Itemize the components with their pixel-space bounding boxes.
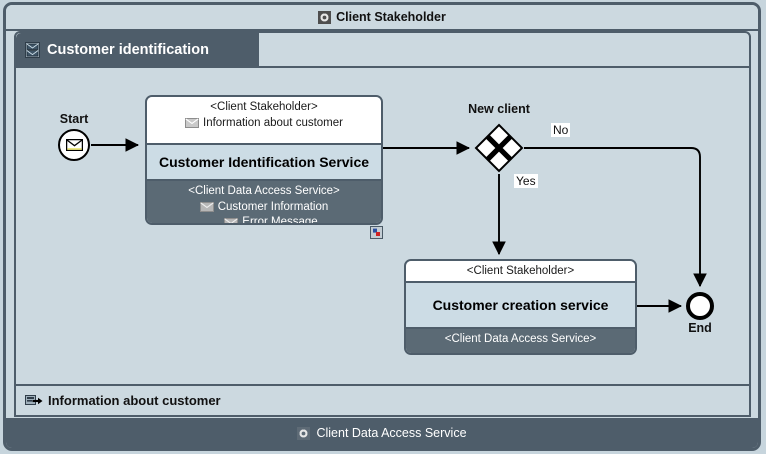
pool-footer-label: Client Data Access Service [316,426,467,440]
task-footer-message-row: Error Message [153,215,375,225]
task-footer-stakeholder: <Client Data Access Service> [188,185,340,197]
start-event-label: Start [59,112,89,126]
start-event-message[interactable] [58,129,90,161]
envelope-icon [199,202,214,213]
pool-header: Client Stakeholder [6,5,758,31]
task-name-label: Customer creation service [432,297,609,313]
sublane-label: Information about customer [48,393,221,408]
end-event[interactable] [686,292,714,320]
flow-label-no: No [551,123,571,137]
task-customer-identification-service[interactable]: <Client Stakeholder> Information about c… [145,95,383,225]
message-pair-icon [25,41,40,58]
task-footer-message-row: Customer Information [153,200,375,216]
envelope-icon [65,138,83,152]
task-header: <Client Stakeholder> [406,261,635,283]
task-name: Customer creation service [406,283,635,329]
task-footer: <Client Data Access Service> Customer In… [147,181,381,223]
task-header: <Client Stakeholder> Information about c… [147,97,381,145]
pool-title: Client Stakeholder [336,10,446,24]
task-footer: <Client Data Access Service> [406,329,635,353]
task-footer-message-label: Customer Information [217,200,329,213]
gear-square-icon [297,426,311,440]
task-name-label: Customer Identification Service [158,154,370,170]
lane-header: Customer identification [16,33,259,66]
task-footer-message-label: Error Message [242,216,318,225]
message-out-icon [25,394,43,408]
envelope-icon [185,118,199,129]
task-footer-stakeholder: <Client Data Access Service> [444,333,597,345]
gateway-label: New client [468,102,530,116]
flow-label-yes: Yes [514,174,538,188]
gear-square-icon [318,10,332,24]
gateway-exclusive-new-client[interactable] [474,123,524,173]
compensation-marker-icon[interactable] [370,226,383,239]
envelope-icon [224,217,239,223]
pool-footer: Client Data Access Service [6,418,758,448]
end-event-label: End [688,321,712,335]
sublane-information-about-customer: Information about customer [14,384,751,417]
task-customer-creation-service[interactable]: <Client Stakeholder> Customer creation s… [404,259,637,355]
task-header-message-label: Information about customer [203,116,343,129]
task-header-stakeholder: <Client Stakeholder> [466,265,575,277]
lane-title-label: Customer identification [47,41,209,58]
task-header-message-row: Information about customer [153,116,375,132]
task-header-stakeholder: <Client Stakeholder> [210,101,318,113]
task-name: Customer Identification Service [147,145,381,181]
